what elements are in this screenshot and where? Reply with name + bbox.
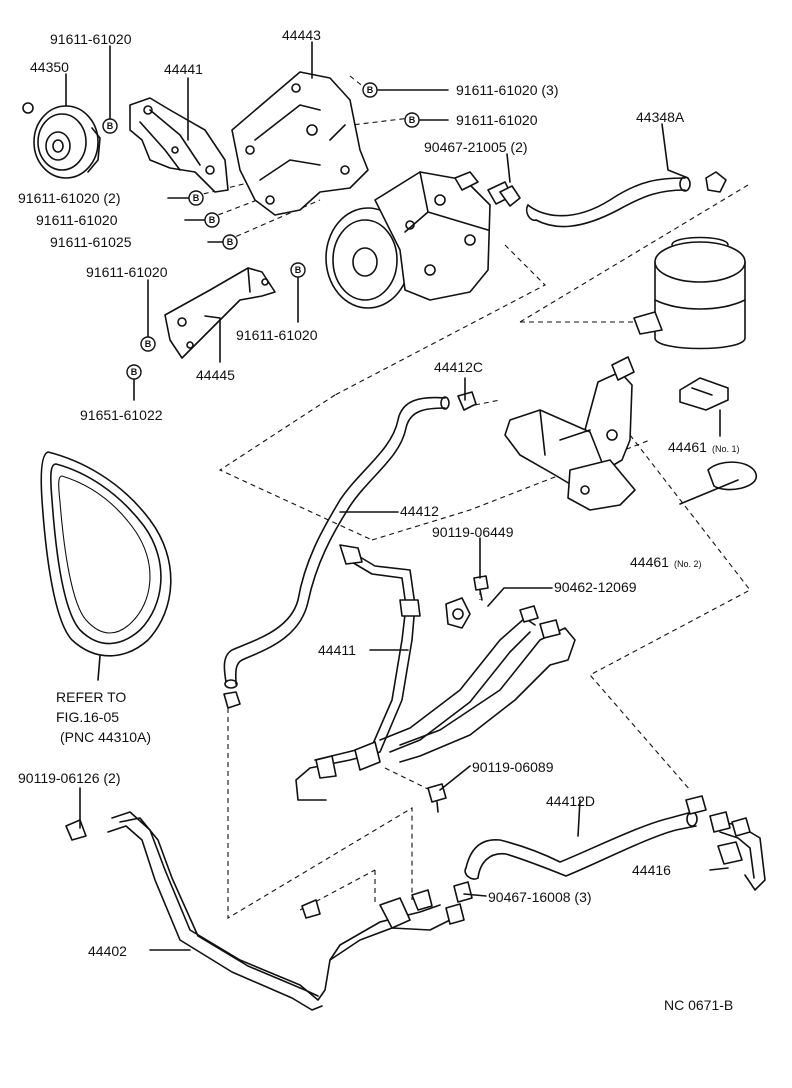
bolt-marker: B (102, 118, 118, 134)
bolt-lower (301, 899, 321, 919)
label-91651-61022: 91651-61022 (80, 407, 163, 423)
pulley-44350 (22, 102, 101, 179)
label-44461-no1: 44461 (668, 439, 707, 455)
label-91611-61020-c: 91611-61020 (36, 212, 118, 228)
label-91611-61020: 91611-61020 (50, 31, 132, 47)
label-44441: 44441 (164, 61, 203, 77)
svg-text:B: B (367, 85, 374, 95)
label-91611-61020-d: 91611-61020 (86, 264, 168, 280)
power-steering-pump (325, 171, 513, 309)
bolt-marker: B (404, 112, 420, 128)
label-44443: 44443 (282, 27, 321, 43)
label-91611-61025: 91611-61025 (50, 234, 132, 250)
v-belt (40, 451, 172, 657)
tube-44402 (65, 811, 465, 1011)
bolt-marker: B (204, 212, 220, 228)
label-91611-61020-b: 91611-61020 (456, 112, 538, 128)
fluid-reservoir (633, 236, 746, 350)
part-labels: 91611-61020 44350 44441 44443 91611-6102… (18, 27, 740, 1013)
bolt-marker: B (222, 234, 238, 250)
label-44402: 44402 (88, 943, 127, 959)
tube-44411 (295, 544, 576, 801)
tube-44416 (709, 811, 766, 891)
clamp-90462-12069 (445, 597, 471, 629)
part-44461-no2 (707, 461, 757, 491)
label-44461-no2: 44461 (630, 554, 669, 570)
svg-text:B: B (209, 215, 216, 225)
steering-gear (504, 356, 636, 511)
svg-text:B: B (107, 121, 114, 131)
label-90119-06126: 90119-06126 (2) (18, 770, 120, 786)
label-44350: 44350 (30, 59, 69, 75)
hose-44412 (223, 391, 477, 709)
bolt-90119-06449 (473, 575, 489, 601)
label-90467-16008: 90467-16008 (3) (488, 889, 592, 905)
bolt-marker: B (140, 336, 156, 352)
label-44412: 44412 (400, 503, 439, 519)
label-44445: 44445 (196, 367, 235, 383)
label-90119-06449: 90119-06449 (432, 524, 514, 540)
note-pnc: (PNC 44310A) (60, 729, 151, 745)
drawing-code: NC 0671-B (664, 997, 733, 1013)
hose-44412D (453, 795, 707, 903)
svg-text:B: B (227, 237, 234, 247)
svg-text:B: B (295, 265, 302, 275)
note-figure-ref: FIG.16-05 (56, 709, 119, 725)
bolt-markers: B B B B B B B B B (102, 82, 420, 380)
bracket-44441 (129, 97, 229, 193)
part-44461-no1 (679, 377, 729, 411)
label-44416: 44416 (632, 862, 671, 878)
label-44412C: 44412C (434, 359, 483, 375)
label-44461-no1-suffix: (No. 1) (712, 444, 740, 454)
bolt-marker: B (126, 364, 142, 380)
svg-text:B: B (131, 367, 138, 377)
bolt-marker: B (362, 82, 378, 98)
hose-44348A (499, 171, 727, 228)
svg-text:B: B (145, 339, 152, 349)
svg-text:B: B (193, 193, 200, 203)
bolt-marker: B (290, 262, 306, 278)
bracket-44445 (164, 267, 276, 359)
svg-text:B: B (409, 115, 416, 125)
leader-lines (65, 41, 739, 951)
label-91611-61020-3: 91611-61020 (3) (456, 82, 558, 98)
label-91611-61020-e: 91611-61020 (236, 327, 318, 343)
bolt-marker: B (188, 190, 204, 206)
bracket-44443 (231, 71, 369, 216)
label-91611-61020-2: 91611-61020 (2) (18, 190, 120, 206)
label-90467-21005: 90467-21005 (2) (424, 139, 528, 155)
label-44412D: 44412D (546, 793, 595, 809)
label-44461-no2-suffix: (No. 2) (674, 559, 702, 569)
label-44348A: 44348A (636, 109, 685, 125)
label-90462-12069: 90462-12069 (554, 579, 637, 595)
label-44411: 44411 (318, 642, 356, 658)
note-refer-to: REFER TO (56, 689, 126, 705)
label-90119-06089: 90119-06089 (472, 759, 554, 775)
